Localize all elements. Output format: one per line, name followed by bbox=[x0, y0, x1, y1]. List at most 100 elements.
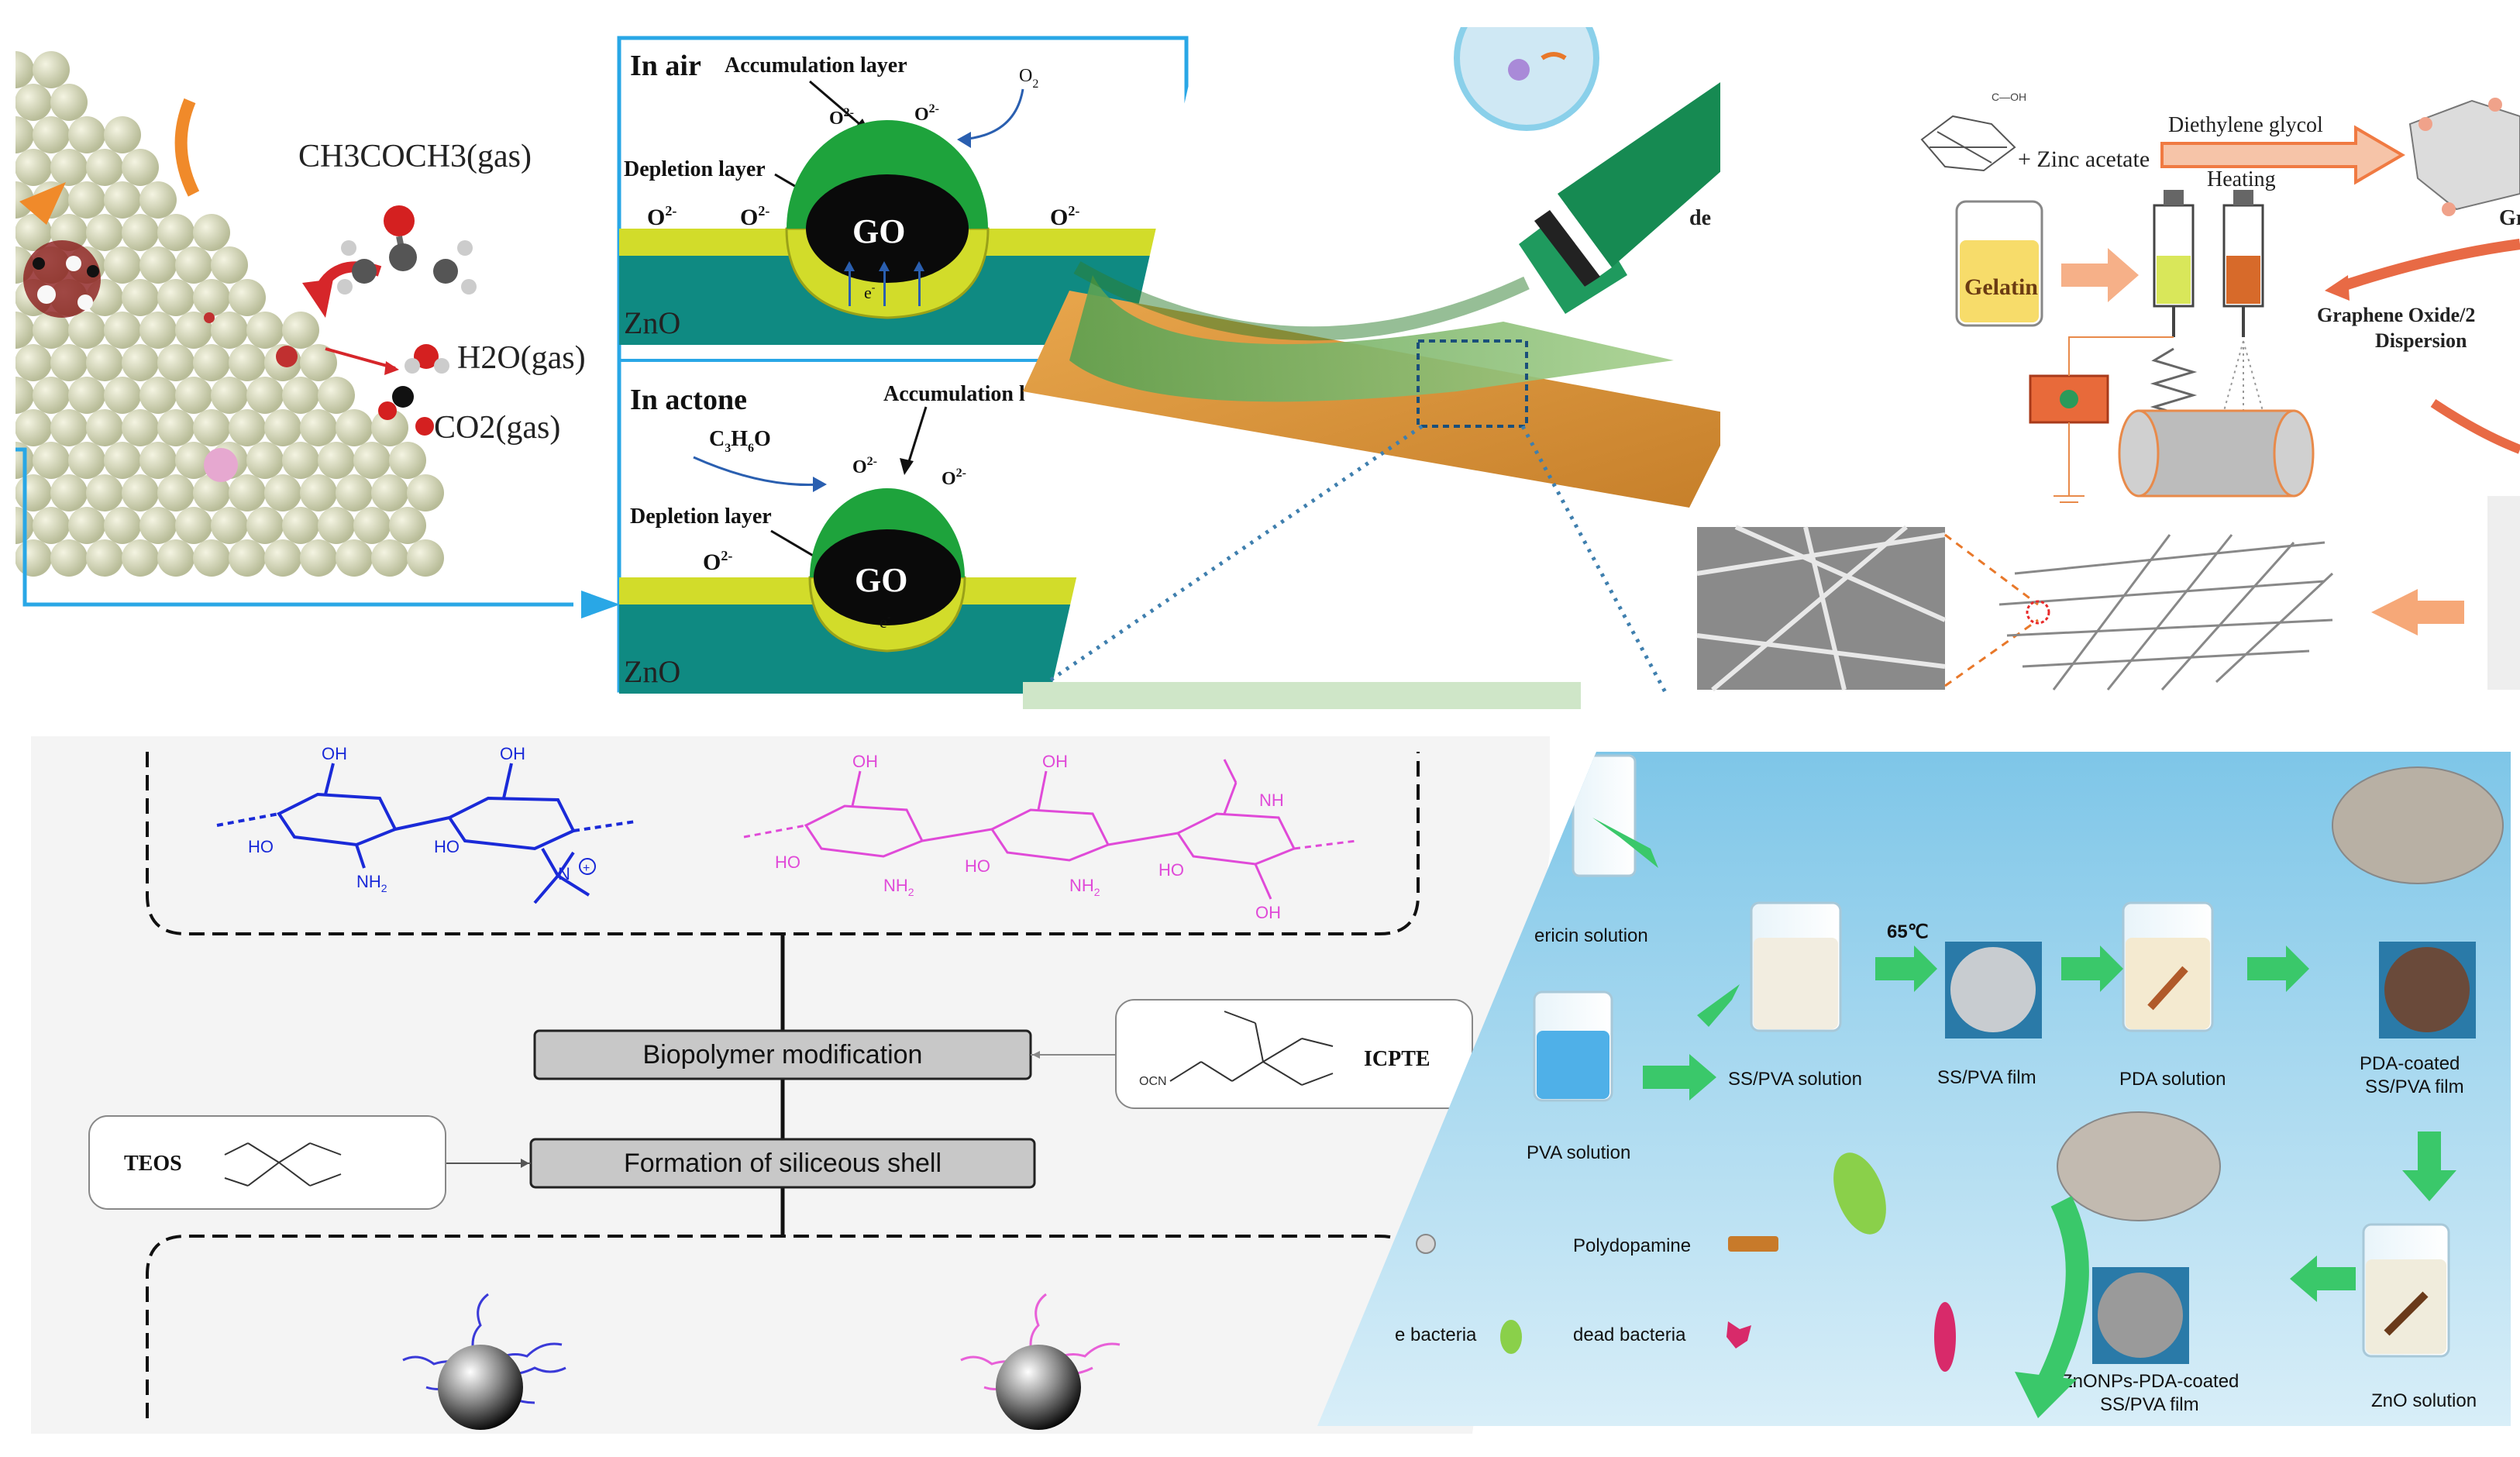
surface-sphere bbox=[318, 442, 355, 479]
surface-sphere bbox=[86, 149, 123, 186]
ho-label-3: HO bbox=[775, 852, 800, 872]
surface-sphere bbox=[50, 84, 88, 121]
surface-sphere bbox=[50, 474, 88, 512]
surface-sphere bbox=[193, 474, 230, 512]
solvent-label: Diethylene glycol bbox=[2168, 113, 2323, 137]
biopolymer-modification-box: Biopolymer modification bbox=[533, 1029, 1032, 1080]
oxy-ion-acetone-3: O2- bbox=[942, 467, 966, 489]
taylor-cone-spiral bbox=[2150, 347, 2198, 420]
nh2-label-pink-2: NH2 bbox=[1069, 876, 1100, 898]
chitosan-chain-blue bbox=[216, 763, 636, 904]
surface-sphere bbox=[157, 279, 195, 316]
surface-sphere bbox=[33, 507, 70, 544]
acetone-accumulation-label: Accumulation l bbox=[883, 382, 1025, 406]
surface-sphere bbox=[86, 474, 123, 512]
paint-brush bbox=[1519, 82, 1720, 314]
surface-sphere bbox=[15, 409, 52, 446]
go-label-acetone: GO bbox=[855, 561, 907, 599]
oh-label-3: OH bbox=[852, 752, 878, 771]
surface-sphere bbox=[15, 214, 52, 251]
left-partial-label: de bbox=[1689, 206, 1711, 230]
air-accumulation-label: Accumulation layer bbox=[725, 53, 907, 78]
surface-sphere bbox=[86, 214, 123, 251]
surface-sphere bbox=[139, 181, 177, 219]
zoom-base bbox=[1023, 682, 1581, 709]
go-label-air: GO bbox=[852, 212, 905, 250]
oxy-ion-acetone-2: O2- bbox=[852, 455, 877, 477]
surface-sphere bbox=[122, 214, 159, 251]
surface-sphere bbox=[104, 442, 141, 479]
product-partial-label: Gr bbox=[2499, 206, 2520, 230]
surface-sphere bbox=[139, 377, 177, 414]
process-arrows bbox=[1592, 818, 2456, 1302]
surface-sphere bbox=[389, 507, 426, 544]
surface-sphere bbox=[175, 312, 212, 349]
surface-sphere bbox=[50, 409, 88, 446]
surface-sphere bbox=[246, 312, 284, 349]
electron-label-air: e- bbox=[864, 282, 876, 302]
surface-sphere bbox=[139, 312, 177, 349]
zno-particle-bubble bbox=[2057, 1111, 2221, 1221]
surface-sphere bbox=[246, 377, 284, 414]
surface-sphere bbox=[15, 539, 52, 577]
electron-arrows-air bbox=[844, 261, 924, 306]
ho-label-2: HO bbox=[434, 837, 460, 856]
surface-sphere bbox=[371, 474, 408, 512]
surface-sphere bbox=[246, 507, 284, 544]
surface-sphere bbox=[318, 377, 355, 414]
gas-sensing-illustration: CH3COCH3(gas) H2O(gas) CO2(gas) bbox=[15, 51, 620, 618]
surface-sphere bbox=[33, 312, 70, 349]
surface-sphere bbox=[157, 539, 195, 577]
dead-bacteria-legend-label: dead bacteria bbox=[1573, 1324, 1686, 1345]
gelatin-beaker bbox=[1955, 200, 2043, 327]
surface-sphere bbox=[175, 377, 212, 414]
plus-sign: + bbox=[583, 862, 590, 875]
zno-surface-spheres bbox=[15, 51, 444, 577]
surface-sphere bbox=[193, 344, 230, 381]
surface-sphere bbox=[282, 377, 319, 414]
surface-sphere bbox=[157, 344, 195, 381]
brush-coating-illustration bbox=[1023, 27, 1720, 709]
surface-sphere bbox=[211, 377, 248, 414]
surface-sphere bbox=[33, 442, 70, 479]
ho-label-4: HO bbox=[965, 856, 990, 876]
sericin-solution-label: ericin solution bbox=[1534, 925, 1648, 946]
oxygen-label: O2 bbox=[1019, 66, 1038, 91]
go-flake-cluster bbox=[23, 240, 101, 318]
collector-drum bbox=[2118, 409, 2315, 498]
surface-sphere bbox=[318, 507, 355, 544]
link-arrow bbox=[581, 591, 620, 618]
nanoparticle-blue bbox=[402, 1293, 566, 1430]
oxy-ion-air-5: O2- bbox=[914, 102, 939, 125]
teos-label: TEOS bbox=[124, 1152, 182, 1176]
link-line bbox=[15, 447, 573, 607]
surface-sphere bbox=[15, 474, 52, 512]
zno-film-label-1: ZnONPs-PDA-coated bbox=[2061, 1371, 2239, 1392]
surface-sphere bbox=[68, 507, 105, 544]
surface-sphere bbox=[157, 214, 195, 251]
dead-bacteria-marker bbox=[1726, 1321, 1751, 1348]
surface-sphere bbox=[104, 116, 141, 153]
surface-sphere bbox=[139, 442, 177, 479]
surface-sphere bbox=[193, 409, 230, 446]
surface-sphere bbox=[229, 474, 266, 512]
surface-sphere bbox=[229, 344, 266, 381]
surface-sphere bbox=[68, 116, 105, 153]
surface-sphere bbox=[336, 474, 373, 512]
surface-sphere bbox=[229, 279, 266, 316]
fiber-mesh bbox=[1998, 534, 2334, 691]
zno-legend-marker bbox=[1416, 1234, 1436, 1254]
heating-label: Heating bbox=[2207, 167, 2276, 191]
polydopamine-legend-label: Polydopamine bbox=[1573, 1235, 1691, 1256]
ss-pva-film-label: SS/PVA film bbox=[1937, 1067, 2036, 1088]
surface-sphere bbox=[15, 344, 52, 381]
surface-sphere bbox=[104, 246, 141, 284]
teos-box: TEOS bbox=[88, 1115, 446, 1210]
ocn-label: OCN bbox=[1139, 1075, 1167, 1088]
surface-sphere bbox=[104, 377, 141, 414]
dead-bacterium bbox=[1934, 1302, 1956, 1372]
c3h6o-label: C3H6O bbox=[709, 427, 771, 455]
nanoparticle-pink bbox=[960, 1293, 1121, 1430]
temperature-label: 65℃ bbox=[1887, 921, 1929, 942]
oxy-ion-air-1: O2- bbox=[647, 203, 676, 230]
